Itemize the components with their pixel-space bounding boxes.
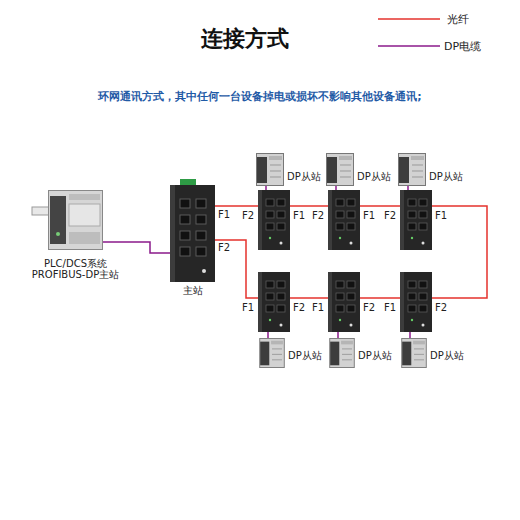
node-label: F1 [384, 302, 396, 313]
fiber-link [432, 206, 487, 298]
dp-slave: DP从站 [258, 338, 286, 368]
dp-cable [337, 332, 339, 338]
fiber-link [360, 205, 400, 207]
ring-switch: F2F1 [328, 190, 360, 250]
ring-switch: F1F2 [328, 272, 360, 332]
dp-slave: DP从站 [400, 338, 428, 368]
node-label: F2 [435, 302, 447, 313]
dp-cable [407, 186, 409, 190]
dp-cable [265, 186, 267, 190]
plc-box: PLC/DCS系统 PROFIBUS-DP主站 [48, 190, 103, 250]
node-label: F1 [293, 210, 305, 221]
node-label: F1 [218, 209, 230, 220]
dp-slave: DP从站 [256, 153, 284, 186]
fiber-link [290, 297, 328, 299]
slave-device [330, 338, 355, 367]
terminal-block [180, 179, 196, 186]
dp-slave: DP从站 [326, 153, 354, 186]
dp-cable [335, 186, 337, 190]
legend-text: 光纤 [447, 12, 469, 27]
node-label: DP从站 [429, 171, 463, 182]
switch-device [328, 190, 360, 250]
node-label: 主站 [170, 285, 215, 296]
subtitle-note: 环网通讯方式，其中任何一台设备掉电或损坏不影响其他设备通讯; [0, 89, 520, 104]
node-label: F2 [363, 302, 375, 313]
node-label: DP从站 [357, 171, 391, 182]
node-label: F2 [218, 242, 230, 253]
ring-switch: F2F1 [258, 190, 290, 250]
switch-device [258, 190, 290, 250]
switch-device [258, 272, 290, 332]
node-label: DP从站 [288, 350, 322, 361]
dp-cable [409, 332, 411, 338]
diagram-title: 连接方式 [0, 24, 490, 54]
node-label: DP从站 [358, 350, 392, 361]
switch-device [170, 185, 215, 282]
slave-device [260, 338, 285, 367]
switch-device [328, 272, 360, 332]
switch-device [400, 272, 432, 332]
node-label: F2 [312, 210, 324, 221]
dp-slave: DP从站 [328, 338, 356, 368]
slave-device [399, 154, 426, 186]
node-label: DP从站 [430, 350, 464, 361]
node-label: F1 [363, 210, 375, 221]
fiber-link [360, 297, 400, 299]
legend-line [378, 18, 440, 20]
node-label: PLC/DCS系统 PROFIBUS-DP主站 [23, 258, 128, 280]
fiber-link [290, 205, 328, 207]
legend-line [378, 45, 440, 47]
switch-device [400, 190, 432, 250]
fiber-link [215, 205, 258, 207]
cable-plug [32, 207, 50, 215]
legend-text: DP电缆 [444, 39, 481, 54]
node-label: F2 [242, 210, 254, 221]
slave-device [257, 154, 284, 186]
slave-device [327, 154, 354, 186]
dp-slave: DP从站 [398, 153, 426, 186]
node-label: F1 [242, 302, 254, 313]
node-label: F2 [293, 302, 305, 313]
ring-switch: F2F1 [400, 190, 432, 250]
ring-switch: F1F2 [258, 272, 290, 332]
node-label: F2 [384, 210, 396, 221]
slave-device [402, 338, 427, 367]
node-label: DP从站 [287, 171, 321, 182]
master-switch: 主站F1F2 [170, 185, 215, 282]
dp-cable [103, 242, 170, 253]
plc-device [49, 191, 103, 250]
dp-cable [267, 332, 269, 338]
node-label: F1 [435, 210, 447, 221]
node-label: F1 [312, 302, 324, 313]
fiber-link [215, 240, 258, 298]
ring-switch: F1F2 [400, 272, 432, 332]
